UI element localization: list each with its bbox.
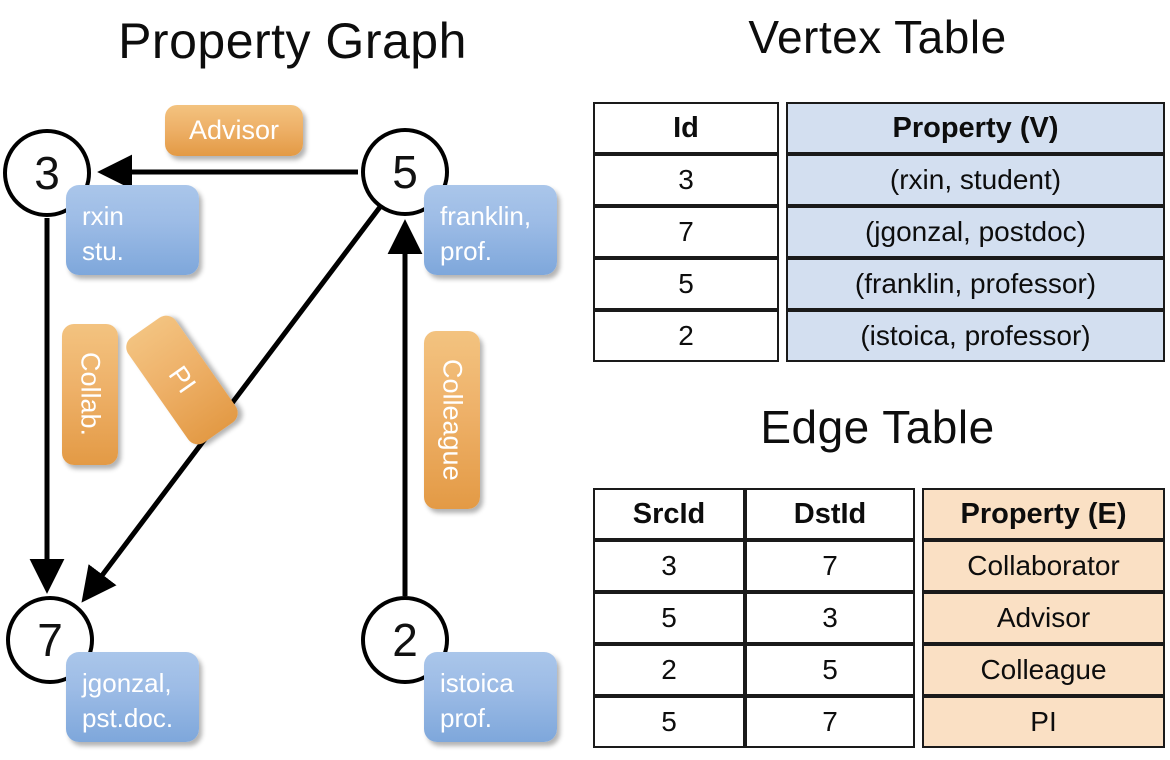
vertex-property-box-5[interactable]: franklin, prof. [424, 185, 557, 275]
vertex-property-line2: prof. [440, 235, 493, 266]
edge-label-advisor[interactable]: Advisor [165, 105, 303, 156]
vertex-cell-id: 7 [593, 206, 779, 258]
table-row[interactable]: 3 (rxin, student) [593, 154, 1165, 206]
table-row[interactable]: 5 (franklin, professor) [593, 258, 1165, 310]
column-gap [915, 696, 922, 748]
edge-cell-property: Advisor [922, 592, 1165, 644]
vertex-property-line1: rxin [82, 201, 124, 231]
column-gap [915, 540, 922, 592]
edge-label-collab[interactable]: Collab. [62, 324, 118, 465]
vertex-cell-id: 2 [593, 310, 779, 362]
vertex-property-line2: stu. [82, 235, 124, 266]
edge-label-pi-text: PI [162, 360, 203, 399]
column-gap [779, 206, 786, 258]
edge-cell-dstid: 7 [745, 696, 915, 748]
edge-table-title: Edge Table [760, 401, 995, 453]
graph-node-2[interactable]: 2 [361, 596, 449, 684]
vertex-cell-property: (franklin, professor) [786, 258, 1165, 310]
vertex-property-line2: prof. [440, 702, 493, 733]
graph-node-5[interactable]: 5 [361, 128, 449, 216]
table-row[interactable]: 5 7 PI [593, 696, 1165, 748]
vertex-property-box-7[interactable]: jgonzal, pst.doc. [66, 652, 199, 742]
edge-label-colleague-text: Colleague [437, 359, 468, 481]
vertex-property-line1: franklin, [440, 201, 532, 231]
edge-cell-dstid: 5 [745, 644, 915, 696]
table-header-row: SrcId DstId Property (E) [593, 488, 1165, 540]
edge-cell-dstid: 3 [745, 592, 915, 644]
column-gap [779, 154, 786, 206]
vertex-cell-property: (rxin, student) [786, 154, 1165, 206]
edge-header-dstid: DstId [745, 488, 915, 540]
edge-cell-property: Colleague [922, 644, 1165, 696]
edge-label-collab-text: Collab. [75, 352, 106, 437]
vertex-table-title: Vertex Table [748, 11, 1007, 63]
table-header-row: Id Property (V) [593, 102, 1165, 154]
vertex-property-box-3[interactable]: rxin stu. [66, 185, 199, 275]
table-row[interactable]: 2 5 Colleague [593, 644, 1165, 696]
edge-cell-srcid: 5 [593, 696, 745, 748]
edge-cell-srcid: 2 [593, 644, 745, 696]
column-gap [915, 644, 922, 696]
vertex-header-id: Id [593, 102, 779, 154]
edge-header-property: Property (E) [922, 488, 1165, 540]
vertex-property-line2: pst.doc. [82, 702, 174, 733]
vertex-table: Id Property (V) 3 (rxin, student) 7 (jgo… [593, 102, 1165, 362]
table-row[interactable]: 5 3 Advisor [593, 592, 1165, 644]
table-row[interactable]: 7 (jgonzal, postdoc) [593, 206, 1165, 258]
table-row[interactable]: 3 7 Collaborator [593, 540, 1165, 592]
column-gap [779, 310, 786, 362]
vertex-property-box-2[interactable]: istoica prof. [424, 652, 557, 742]
vertex-cell-property: (jgonzal, postdoc) [786, 206, 1165, 258]
vertex-cell-id: 3 [593, 154, 779, 206]
column-gap [779, 258, 786, 310]
vertex-property-line1: istoica [440, 668, 514, 698]
vertex-header-property: Property (V) [786, 102, 1165, 154]
property-graph-title: Property Graph [118, 13, 467, 69]
edge-cell-srcid: 3 [593, 540, 745, 592]
edge-label-advisor-text: Advisor [188, 115, 280, 145]
column-gap [779, 102, 786, 154]
edge-table: SrcId DstId Property (E) 3 7 Collaborato… [593, 488, 1165, 748]
edge-cell-property: Collaborator [922, 540, 1165, 592]
column-gap [915, 488, 922, 540]
vertex-property-line1: jgonzal, [82, 668, 172, 698]
edge-header-srcid: SrcId [593, 488, 745, 540]
vertex-cell-property: (istoica, professor) [786, 310, 1165, 362]
edge-cell-property: PI [922, 696, 1165, 748]
column-gap [915, 592, 922, 644]
edge-cell-dstid: 7 [745, 540, 915, 592]
edge-label-colleague[interactable]: Colleague [424, 331, 480, 509]
property-graph-diagram: 3 5 7 2 rxin stu. franklin, prof. jgonza… [3, 105, 557, 742]
table-row[interactable]: 2 (istoica, professor) [593, 310, 1165, 362]
edge-cell-srcid: 5 [593, 592, 745, 644]
vertex-cell-id: 5 [593, 258, 779, 310]
